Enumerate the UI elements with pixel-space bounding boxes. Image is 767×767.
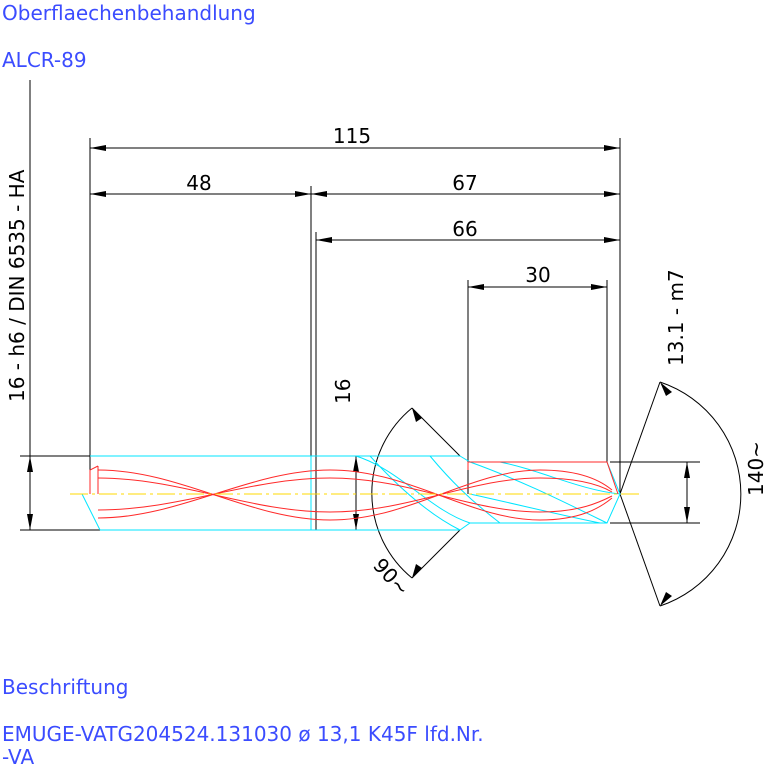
shank-spec-label: 16 - h6 / DIN 6535 - HA (5, 169, 29, 402)
tool-flutes (89, 461, 619, 521)
dimension-lines (20, 80, 742, 607)
dim-body-length: 66 (452, 217, 477, 241)
dim-flute-section-length: 67 (452, 171, 477, 195)
lettering-line2: -VA (2, 745, 34, 767)
dim-neck-diameter: 16 (331, 379, 355, 404)
dim-overall-length: 115 (333, 124, 371, 148)
lettering-line1: EMUGE-VATG204524.131030 ø 13,1 K45F lfd.… (2, 722, 484, 746)
coating-label: ALCR-89 (2, 48, 87, 72)
surface-treatment-heading: Oberflaechenbehandlung (2, 1, 256, 25)
diameter-tolerance-label: 13.1 - m7 (664, 269, 688, 366)
chamfer-angle-label: 90~ (368, 553, 414, 600)
dim-cutting-length: 30 (525, 263, 550, 287)
dimension-arrows (27, 145, 690, 606)
dim-shank-length: 48 (186, 171, 211, 195)
lettering-heading: Beschriftung (2, 675, 128, 699)
point-angle-label: 140~ (744, 441, 767, 496)
